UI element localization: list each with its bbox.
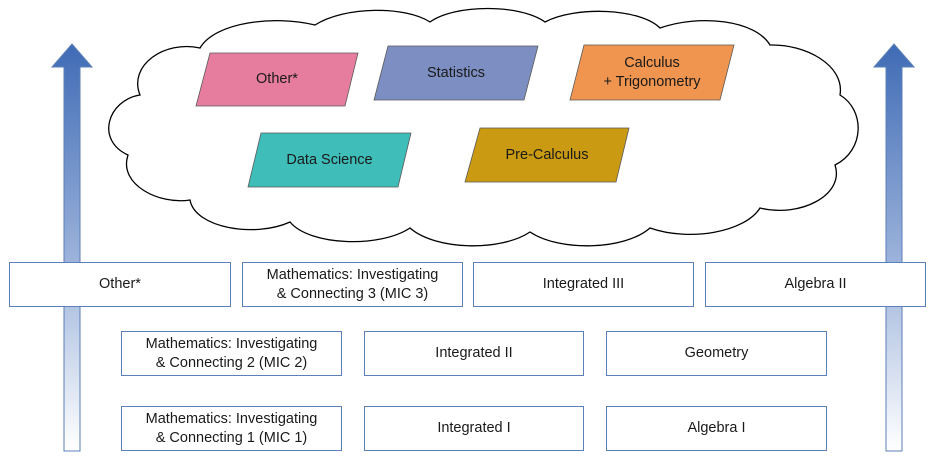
right-progression-arrow <box>872 43 916 452</box>
topic-precalculus-shape <box>464 127 630 183</box>
topic-other-shape <box>195 52 359 107</box>
course-label: Mathematics: Investigating & Connecting … <box>145 410 318 446</box>
left-progression-arrow <box>50 43 94 452</box>
course-label: Other* <box>99 276 141 292</box>
topic-calculus-shape <box>569 44 735 101</box>
course-label: Mathematics: Investigating & Connecting … <box>145 335 318 371</box>
course-label: Integrated III <box>542 276 625 292</box>
course-box-geometry: Geometry <box>606 331 827 376</box>
electives-cloud <box>108 7 859 247</box>
course-box-mic3: Mathematics: Investigating & Connecting … <box>242 262 463 307</box>
course-box-integrated-1: Integrated I <box>364 406 584 451</box>
course-label: Geometry <box>684 345 749 361</box>
course-label: Integrated I <box>437 420 511 436</box>
course-box-integrated-2: Integrated II <box>364 331 584 376</box>
course-box-mic2: Mathematics: Investigating & Connecting … <box>121 331 342 376</box>
course-label: Integrated II <box>435 345 513 361</box>
course-label: Algebra I <box>687 420 746 436</box>
course-label: Mathematics: Investigating & Connecting … <box>266 266 439 302</box>
course-box-other: Other* <box>9 262 231 307</box>
topic-statistics-shape <box>373 45 539 101</box>
topic-data-science-shape <box>247 132 412 188</box>
course-label: Algebra II <box>784 276 847 292</box>
course-box-algebra-2: Algebra II <box>705 262 926 307</box>
course-box-algebra-1: Algebra I <box>606 406 827 451</box>
course-box-mic1: Mathematics: Investigating & Connecting … <box>121 406 342 451</box>
course-box-integrated-3: Integrated III <box>473 262 694 307</box>
